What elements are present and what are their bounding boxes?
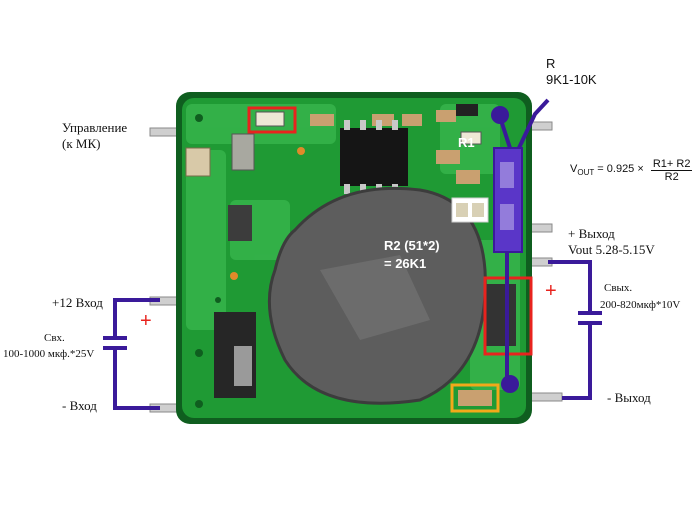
label-r2-line2: = 26K1 [384, 256, 427, 271]
highlight-resistor-104 [247, 106, 297, 134]
label-r2-line1: R2 (51*2) [384, 238, 440, 253]
wire-end-top [491, 106, 509, 124]
label-r-line2: 9K1-10K [546, 72, 597, 87]
label-input-plus: +12 Вход [52, 295, 103, 310]
diode-smd [231, 133, 255, 171]
label-input-minus: - Вход [62, 398, 97, 413]
label-cout-line2: 200-820мкф*10V [600, 299, 681, 311]
output-polarity-plus: + [545, 280, 557, 302]
label-cin-line1: Свх. [44, 332, 65, 344]
resistor-r1 [460, 131, 482, 145]
diode-output [486, 284, 516, 346]
capacitor-mid-2 [456, 170, 480, 184]
formula-lhs: VOUT = 0.925 × [570, 163, 644, 178]
capacitor-top-3 [402, 114, 422, 126]
transistor-small [456, 104, 478, 116]
capacitor-mid [436, 150, 460, 164]
formula-fraction: R1+ R2 R2 [650, 158, 693, 183]
ic-chip [340, 128, 408, 186]
highlight-capacitor [450, 383, 500, 413]
mosfet-tab [234, 346, 252, 386]
label-control-line2: (к МК) [62, 136, 101, 151]
wires [103, 98, 602, 410]
formula-denominator: R2 [664, 171, 679, 183]
resistor-104 [255, 111, 285, 127]
input-polarity-plus: + [140, 310, 152, 332]
label-cin-line2: 100-1000 мкф.*25V [3, 348, 95, 360]
label-output-plus-line1: + Выход [568, 226, 615, 241]
board-pins [149, 121, 563, 413]
formula-numerator: R1+ R2 [650, 158, 693, 171]
inductor-highlight [320, 255, 430, 340]
label-r-line1: R [546, 56, 556, 71]
r2-resistor-b [472, 203, 484, 217]
resistor-r-label-pad-2 [500, 204, 514, 230]
label-control-line1: Управление [62, 120, 128, 135]
label-output-minus: - Выход [607, 390, 651, 405]
capacitor-bottom [458, 390, 492, 406]
capacitor-top-4 [436, 110, 456, 122]
pcb-dots [230, 147, 305, 280]
capacitor-smd-left [185, 147, 211, 177]
capacitor-top [310, 114, 334, 126]
label-r1: R1 [458, 135, 475, 150]
component-dark-left [228, 205, 252, 241]
resistor-r-label-pad [500, 162, 514, 188]
pcb-vias [195, 114, 221, 408]
label-output-plus-line2: Vout 5.28-5.15V [568, 242, 655, 257]
wire-end-bottom [501, 375, 519, 393]
formula-vout: VOUT = 0.925 × R1+ R2 R2 [570, 158, 693, 183]
label-cout-line1: Свых. [604, 282, 633, 294]
resistor-r-added [493, 147, 523, 253]
r2-resistor-a [456, 203, 468, 217]
capacitor-top-2 [372, 114, 394, 126]
